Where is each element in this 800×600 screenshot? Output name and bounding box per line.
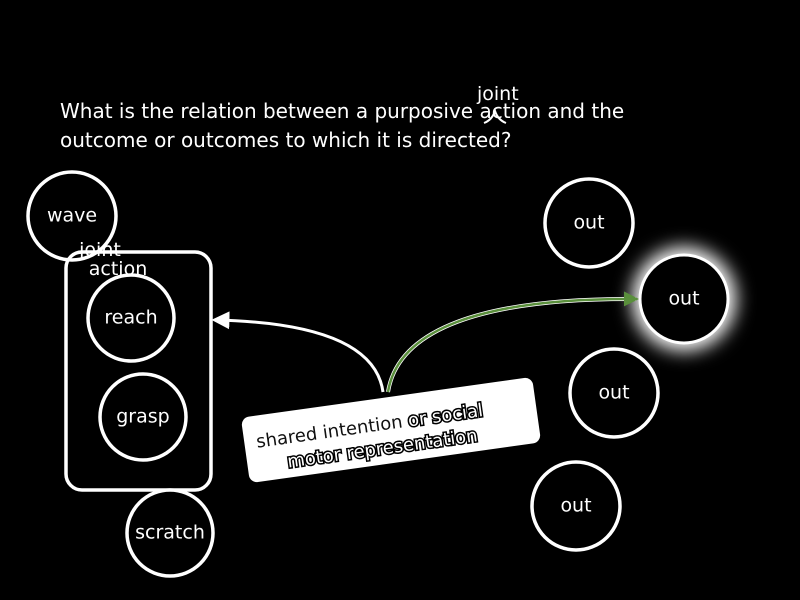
- question-insertion: joint: [476, 83, 519, 105]
- outcome-label-4: out: [560, 495, 591, 517]
- scratch-label: scratch: [135, 522, 205, 544]
- question-line-2: outcome or outcomes to which it is direc…: [60, 128, 511, 152]
- scratch-node: [125, 488, 215, 578]
- outcome-node-2-highlighted: [638, 253, 730, 345]
- reach-label: reach: [104, 307, 157, 329]
- grasp-label: grasp: [116, 406, 169, 428]
- arrow-to-joint-action: [211, 311, 385, 393]
- outcome-node-1: [543, 177, 635, 269]
- question-line-1: What is the relation between a purposive…: [60, 99, 624, 123]
- arrow-to-outcome: [386, 291, 639, 393]
- wave-label: wave: [47, 205, 97, 227]
- outcome-node-4: [530, 460, 622, 552]
- outcome-label-2: out: [668, 288, 699, 310]
- outcome-label-1: out: [573, 212, 604, 234]
- joint-action-box: [64, 250, 213, 492]
- shared-intention-card: shared intention or social motor represe…: [241, 377, 541, 483]
- outcome-node-3: [568, 347, 660, 439]
- grasp-node: [98, 372, 188, 462]
- card-background: [241, 377, 541, 483]
- joint-action-label-1: joint: [78, 239, 121, 261]
- wave-node: [26, 170, 118, 262]
- outcome-label-3: out: [598, 382, 629, 404]
- insertion-caret: [483, 107, 507, 124]
- reach-node: [86, 273, 176, 363]
